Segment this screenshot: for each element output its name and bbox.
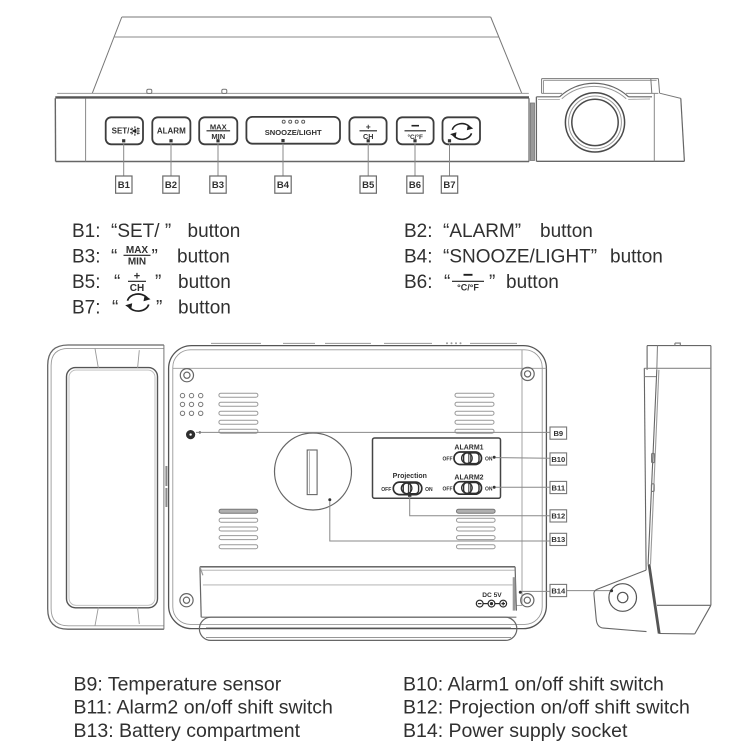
svg-text:button: button: [506, 272, 559, 293]
svg-text:button: button: [540, 221, 593, 242]
svg-text:B1:: B1:: [72, 221, 101, 242]
svg-text:button: button: [178, 272, 231, 293]
svg-text:B14: Power supply socket: B14: Power supply socket: [403, 720, 628, 742]
svg-text:B3: B3: [212, 180, 224, 191]
svg-text:°C/°F: °C/°F: [407, 133, 423, 141]
svg-text:ON: ON: [485, 457, 493, 463]
svg-text:Projection: Projection: [393, 473, 427, 480]
svg-text:”: ”: [156, 297, 162, 318]
svg-text:button: button: [610, 246, 663, 267]
svg-text:B14: B14: [551, 586, 566, 595]
svg-text:ALARM1: ALARM1: [454, 445, 483, 452]
svg-text:ALARM2: ALARM2: [454, 474, 483, 481]
svg-text:B6: B6: [409, 180, 421, 191]
svg-text:SET/: SET/: [112, 127, 131, 136]
svg-text:OFF: OFF: [381, 487, 391, 493]
svg-text:”: ”: [489, 272, 495, 293]
svg-text:“: “: [444, 272, 450, 293]
svg-text:MAX: MAX: [126, 245, 149, 256]
svg-text:B10: B10: [551, 455, 565, 464]
svg-text:MIN: MIN: [128, 257, 146, 268]
svg-text:B13: Battery compartment: B13: Battery compartment: [74, 720, 301, 742]
svg-text:B5:: B5:: [72, 272, 101, 293]
svg-text:B5: B5: [362, 180, 375, 191]
svg-text:button: button: [178, 297, 231, 318]
svg-text:B12: Projection on/off shift s: B12: Projection on/off shift switch: [403, 697, 690, 719]
svg-text:SNOOZE/LIGHT: SNOOZE/LIGHT: [265, 128, 322, 137]
svg-text:B7:: B7:: [72, 297, 101, 318]
svg-text:B9: Temperature sensor: B9: Temperature sensor: [74, 673, 282, 695]
svg-text:B3:: B3:: [72, 246, 101, 267]
svg-text:button: button: [188, 221, 241, 242]
svg-text:OFF: OFF: [443, 486, 453, 492]
svg-text:DC 5V: DC 5V: [482, 592, 502, 599]
svg-text:CH: CH: [130, 283, 144, 294]
svg-text:B2: B2: [165, 180, 177, 191]
svg-text:+: +: [134, 271, 140, 283]
svg-text:B13: B13: [551, 535, 565, 544]
svg-text:B11: B11: [552, 483, 566, 492]
svg-text:MIN: MIN: [211, 132, 225, 141]
svg-text:ON: ON: [485, 486, 493, 492]
svg-text:“: “: [114, 272, 120, 293]
svg-text:CH: CH: [363, 132, 373, 141]
svg-text:button: button: [177, 246, 230, 267]
svg-text:B6:: B6:: [404, 272, 433, 293]
svg-text:“SET/ ”: “SET/ ”: [111, 221, 171, 242]
svg-text:“SNOOZE/LIGHT”: “SNOOZE/LIGHT”: [443, 246, 597, 267]
svg-text:“ALARM”: “ALARM”: [443, 221, 521, 242]
svg-text:°C/°F: °C/°F: [457, 283, 479, 293]
svg-text:B12: B12: [551, 512, 565, 521]
svg-text:”: ”: [152, 246, 158, 267]
svg-text:B9: B9: [553, 429, 563, 438]
svg-text:“: “: [112, 297, 118, 318]
svg-text:B1: B1: [118, 180, 131, 191]
svg-text:+: +: [366, 122, 371, 132]
svg-text:B11: Alarm2 on/off shift switc: B11: Alarm2 on/off shift switch: [74, 697, 333, 719]
svg-text:MAX: MAX: [210, 122, 227, 131]
svg-text:OFF: OFF: [443, 457, 453, 463]
svg-text:B2:: B2:: [404, 221, 433, 242]
svg-text:B4: B4: [277, 180, 290, 191]
svg-text:B7: B7: [443, 180, 455, 191]
svg-text:“: “: [111, 246, 117, 267]
svg-text:B4:: B4:: [404, 246, 433, 267]
svg-text:ON: ON: [425, 487, 433, 493]
svg-text:B10: Alarm1 on/off shift switc: B10: Alarm1 on/off shift switch: [403, 673, 664, 695]
svg-text:”: ”: [155, 272, 161, 293]
svg-text:ALARM: ALARM: [157, 127, 186, 136]
